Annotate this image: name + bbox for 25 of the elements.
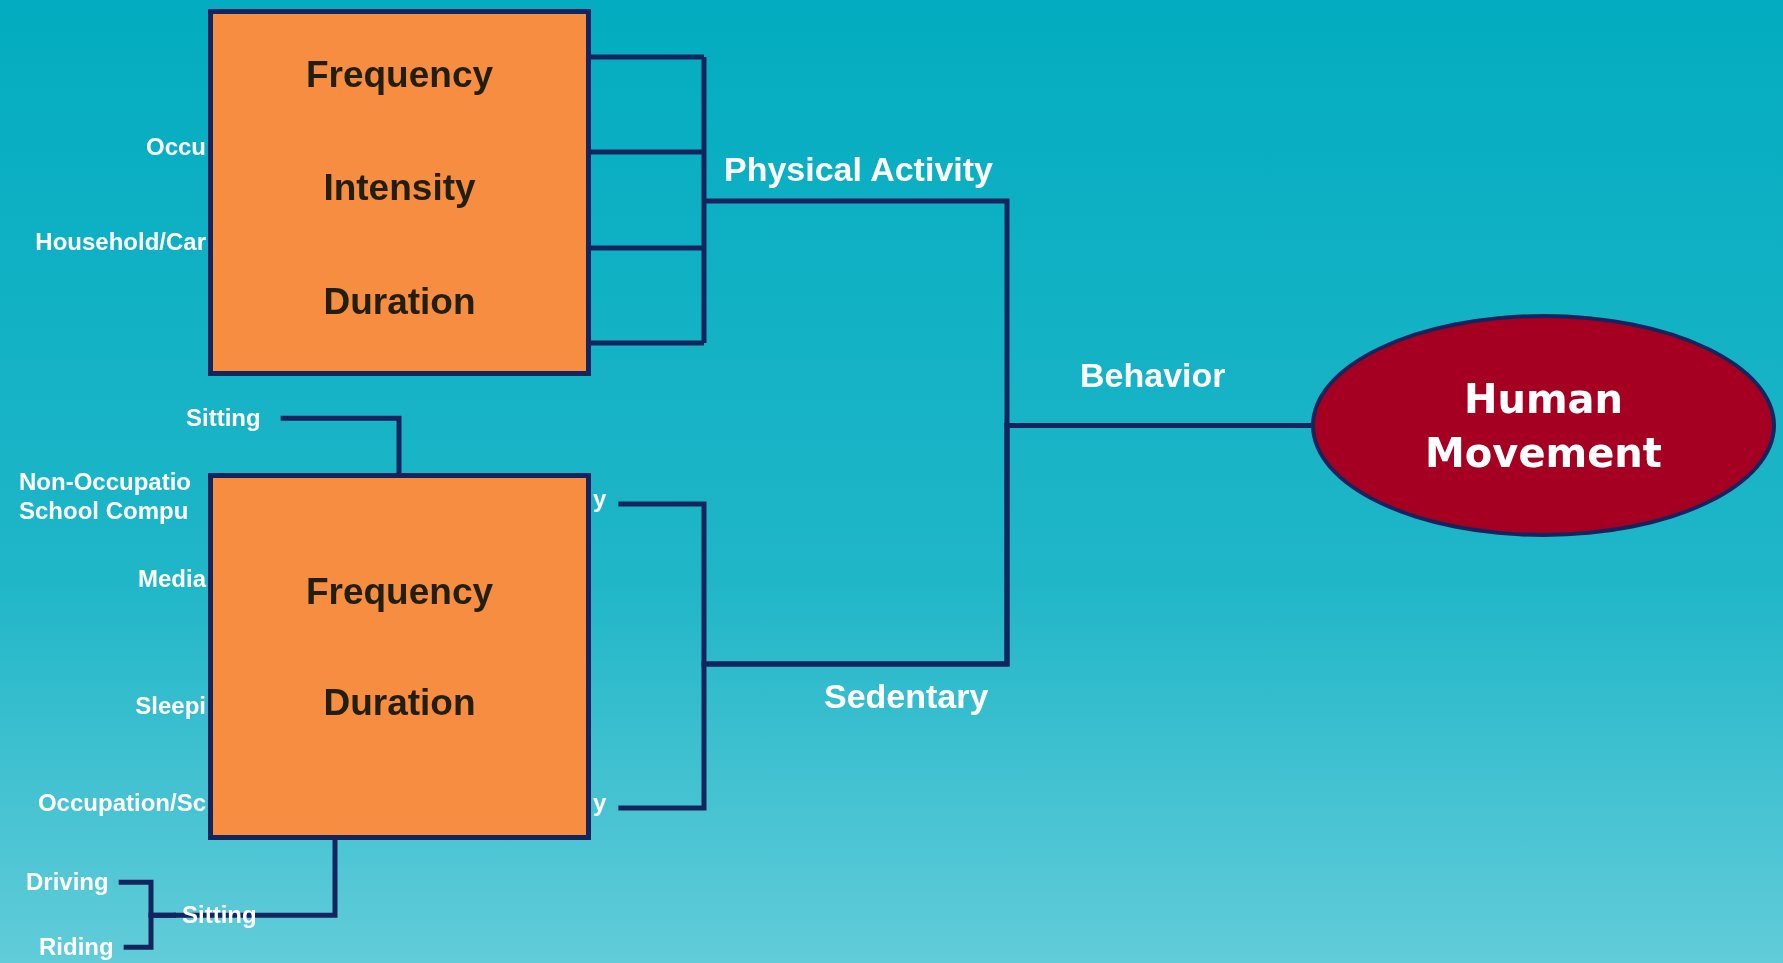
node-title: Human Movement bbox=[1424, 374, 1663, 478]
edge-label: Physical Activity bbox=[724, 150, 993, 189]
label-text: Behavior bbox=[1080, 356, 1226, 395]
connector-line bbox=[280, 415, 402, 473]
factor-box bbox=[208, 9, 591, 376]
node-label: Driving bbox=[26, 869, 109, 896]
label-text: Occu bbox=[145, 133, 206, 162]
label-text: Non-Occupatio School Compu bbox=[19, 468, 192, 526]
node-label: Riding bbox=[39, 934, 114, 961]
edge-label: Sedentary bbox=[824, 677, 989, 716]
factor-box bbox=[208, 473, 591, 840]
label-text: Occupation/Sc bbox=[37, 789, 206, 818]
label-text: Household/Car bbox=[35, 228, 206, 257]
connector-line bbox=[123, 912, 176, 950]
label-text: Sleepi bbox=[135, 692, 206, 721]
node-label: y bbox=[593, 486, 607, 513]
box-text: Frequency bbox=[305, 571, 494, 612]
node-label: y bbox=[593, 790, 607, 817]
label-text: Media bbox=[138, 565, 206, 594]
box-text: Duration bbox=[323, 281, 476, 322]
box-text: Intensity bbox=[323, 167, 476, 208]
box-text: Duration bbox=[323, 682, 476, 723]
node-label: Sitting bbox=[186, 405, 261, 432]
connector-line bbox=[174, 840, 338, 918]
box-text: Frequency bbox=[305, 54, 494, 95]
